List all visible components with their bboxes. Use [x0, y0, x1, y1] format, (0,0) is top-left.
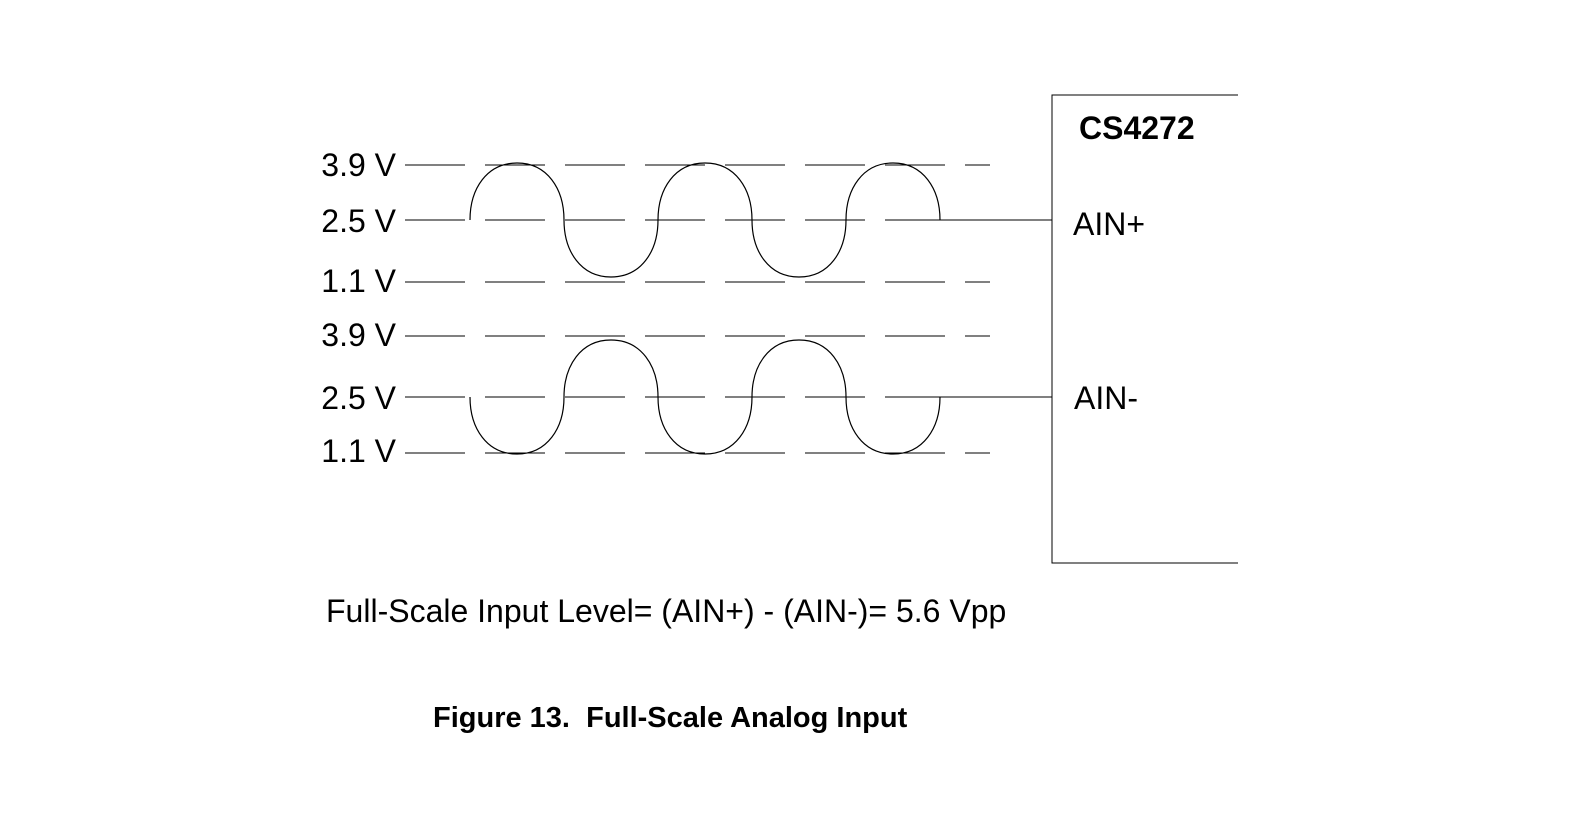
- top-level-3v9-label: 3.9 V: [321, 147, 396, 183]
- bottom-level-3v9-label: 3.9 V: [321, 317, 396, 353]
- top-level-2v5-label: 2.5 V: [321, 203, 396, 239]
- top-level-1v1-label: 1.1 V: [321, 263, 396, 299]
- chip-body-outline: [1051, 94, 1238, 564]
- top-reference-lines: [405, 164, 990, 283]
- ain-minus-pin-label: AIN-: [1074, 380, 1138, 416]
- bottom-reference-lines: [405, 335, 990, 454]
- figure-caption: Figure 13. Full-Scale Analog Input: [433, 702, 908, 734]
- chip-name-label: CS4272: [1079, 110, 1195, 146]
- full-scale-formula: Full-Scale Input Level= (AIN+) - (AIN-)=…: [326, 593, 1006, 629]
- bottom-level-2v5-label: 2.5 V: [321, 380, 396, 416]
- ain-plus-waveform: [469, 162, 941, 278]
- ain-minus-waveform: [469, 339, 941, 455]
- bottom-level-1v1-label: 1.1 V: [321, 433, 396, 469]
- ain-plus-pin-label: AIN+: [1073, 206, 1145, 242]
